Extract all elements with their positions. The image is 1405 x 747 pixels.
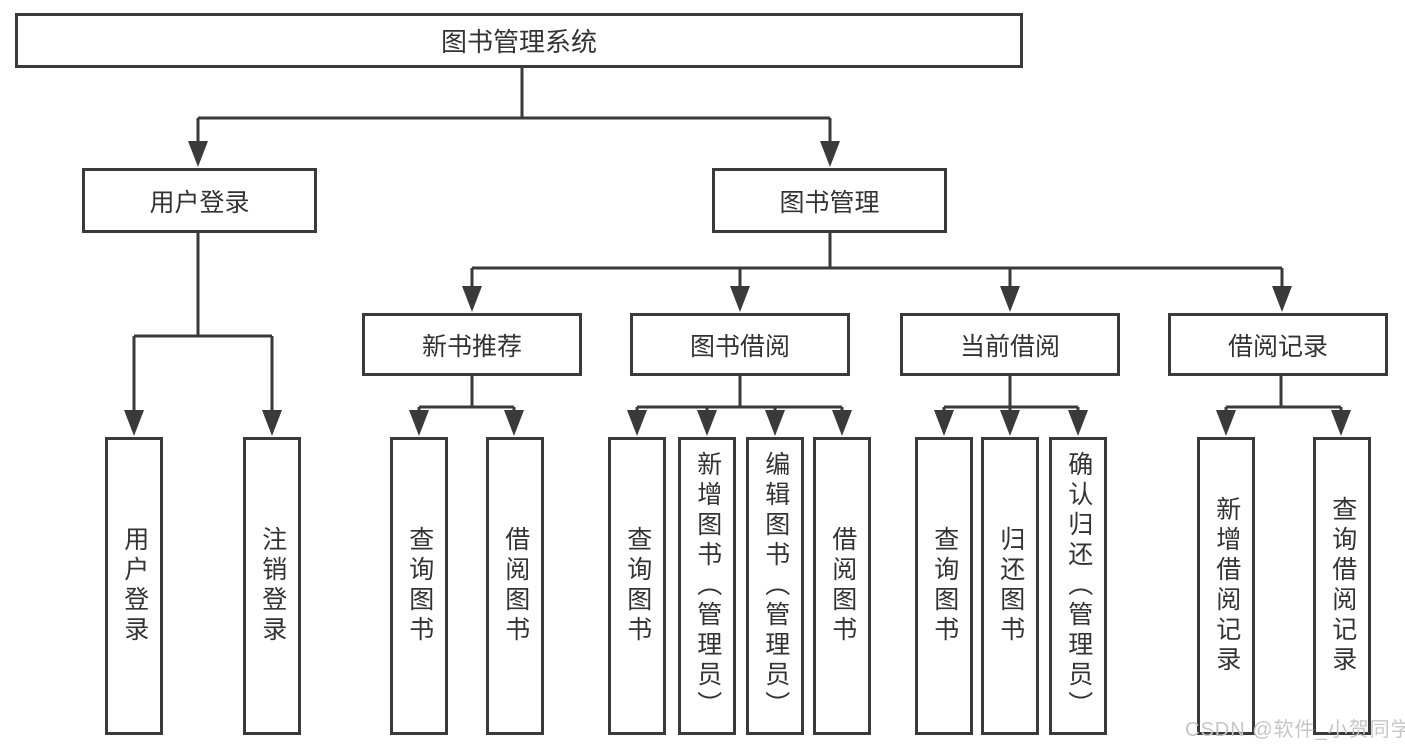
edges-user-login-children bbox=[124, 233, 282, 436]
arrowhead-add-books bbox=[697, 410, 717, 436]
arrowhead-query-borrow-record bbox=[1331, 410, 1351, 436]
leaf-return-books: 归还图书 bbox=[981, 437, 1039, 735]
leaf-label: 新增图书（管理员） bbox=[693, 451, 722, 721]
arrowhead-add-borrow-record bbox=[1216, 410, 1236, 436]
arrowhead-return-books bbox=[1000, 410, 1020, 436]
edges-root-to-level2 bbox=[188, 68, 840, 167]
leaf-query-books-borrow: 查询图书 bbox=[608, 437, 666, 735]
arrowhead-borrow-books bbox=[832, 410, 852, 436]
leaf-user-login: 用户登录 bbox=[105, 437, 163, 735]
leaf-label: 用户登录 bbox=[120, 526, 149, 646]
edges-book-management-children bbox=[462, 233, 1292, 312]
leaf-query-books-current: 查询图书 bbox=[915, 437, 973, 735]
leaf-query-borrow-record: 查询借阅记录 bbox=[1313, 437, 1371, 735]
leaf-add-books-admin: 新增图书（管理员） bbox=[678, 437, 736, 735]
arrowhead-borrow-books bbox=[504, 410, 524, 436]
leaf-label: 查询图书 bbox=[405, 526, 434, 646]
arrowhead-borrow-records bbox=[1272, 286, 1292, 312]
arrowhead-edit-books bbox=[765, 410, 785, 436]
edge-book-borrow-split bbox=[635, 376, 844, 414]
node-current-borrow-label: 当前借阅 bbox=[959, 332, 1060, 361]
leaf-query-books-recommend: 查询图书 bbox=[390, 437, 448, 735]
edge-root-split bbox=[196, 68, 832, 146]
arrowhead-current-borrow bbox=[1000, 286, 1020, 312]
leaf-add-borrow-record: 新增借阅记录 bbox=[1197, 437, 1255, 735]
leaf-edit-books-admin: 编辑图书（管理员） bbox=[746, 437, 804, 735]
leaf-label: 查询借阅记录 bbox=[1328, 496, 1357, 676]
edge-user-login-split bbox=[132, 233, 274, 414]
leaf-borrow-books-recommend: 借阅图书 bbox=[486, 437, 544, 735]
arrowhead-confirm-return bbox=[1068, 410, 1088, 436]
edges-borrow-records-children bbox=[1216, 376, 1351, 436]
node-book-borrow: 图书借阅 bbox=[630, 313, 850, 376]
node-borrow-records-label: 借阅记录 bbox=[1227, 332, 1328, 361]
arrowhead-query-books bbox=[409, 410, 429, 436]
node-new-book-recommend: 新书推荐 bbox=[362, 313, 582, 376]
node-book-management-label: 图书管理 bbox=[779, 188, 880, 217]
arrowhead-query-books bbox=[934, 410, 954, 436]
leaf-label: 借阅图书 bbox=[501, 526, 530, 646]
leaf-label: 归还图书 bbox=[996, 526, 1025, 646]
node-book-management: 图书管理 bbox=[712, 168, 947, 233]
edge-book-management-split bbox=[470, 233, 1284, 290]
csdn-watermark: CSDN @软件_小贺同学 bbox=[1185, 719, 1405, 741]
node-user-login: 用户登录 bbox=[82, 168, 317, 233]
node-current-borrow: 当前借阅 bbox=[900, 313, 1120, 376]
leaf-label: 查询图书 bbox=[623, 526, 652, 646]
leaf-borrow-books: 借阅图书 bbox=[813, 437, 871, 735]
node-new-book-recommend-label: 新书推荐 bbox=[421, 332, 522, 361]
node-book-borrow-label: 图书借阅 bbox=[689, 332, 790, 361]
edge-current-borrow-split bbox=[942, 376, 1080, 414]
edges-book-borrow-children bbox=[627, 376, 852, 436]
edge-borrow-records-split bbox=[1224, 376, 1343, 414]
leaf-label: 编辑图书（管理员） bbox=[761, 451, 790, 721]
edge-new-book-recommend-split bbox=[417, 376, 516, 414]
arrowhead-new-book-recommend bbox=[462, 286, 482, 312]
leaf-label: 借阅图书 bbox=[828, 526, 857, 646]
arrowhead-book-borrow bbox=[730, 286, 750, 312]
arrowhead-query-books bbox=[627, 410, 647, 436]
node-root-label: 图书管理系统 bbox=[440, 27, 597, 57]
leaf-label: 确认归还（管理员） bbox=[1064, 451, 1093, 721]
leaf-confirm-return-admin: 确认归还（管理员） bbox=[1049, 437, 1107, 735]
arrowhead-logout-leaf bbox=[262, 410, 282, 436]
arrowhead-user-login bbox=[188, 141, 208, 167]
edges-new-book-recommend-children bbox=[409, 376, 524, 436]
node-borrow-records: 借阅记录 bbox=[1168, 313, 1388, 376]
node-root: 图书管理系统 bbox=[15, 13, 1023, 68]
leaf-label: 注销登录 bbox=[258, 526, 287, 646]
leaf-label: 新增借阅记录 bbox=[1212, 496, 1241, 676]
node-user-login-label: 用户登录 bbox=[149, 188, 250, 217]
edges-current-borrow-children bbox=[934, 376, 1088, 436]
arrowhead-user-login-leaf bbox=[124, 410, 144, 436]
leaf-logout: 注销登录 bbox=[243, 437, 301, 735]
arrowhead-book-management bbox=[820, 141, 840, 167]
leaf-label: 查询图书 bbox=[930, 526, 959, 646]
